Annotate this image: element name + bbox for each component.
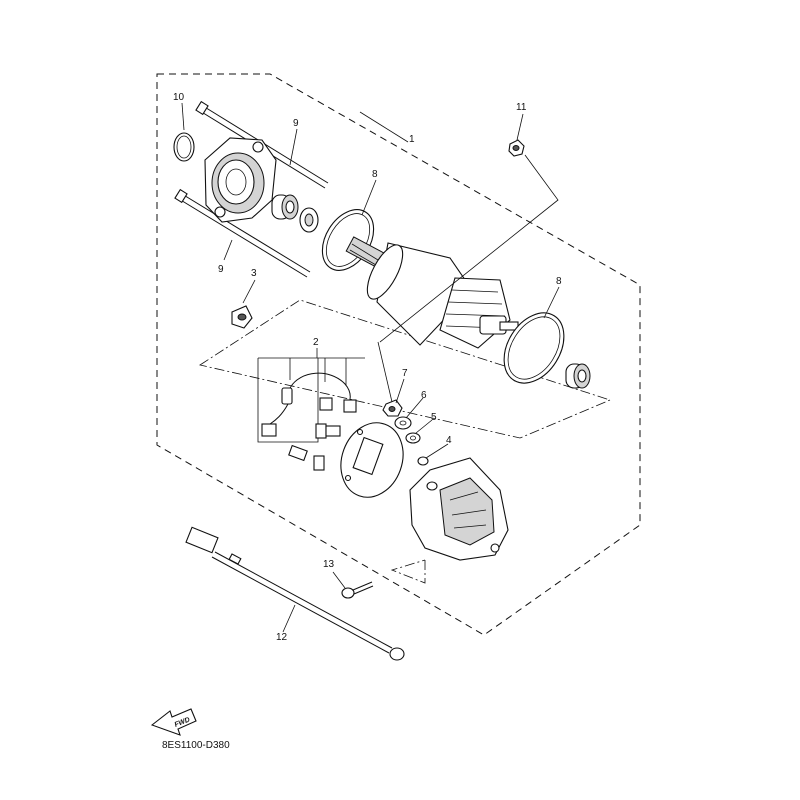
brush-terminal-left (288, 444, 325, 471)
starter-cable (185, 526, 405, 661)
diagram-code: 8ES1100-D380 (162, 740, 230, 751)
callout-4: 4 (446, 435, 452, 446)
terminal-o-ring (417, 456, 429, 466)
callout-3: 3 (251, 268, 257, 279)
mounting-screw (341, 581, 374, 599)
bearing-rear (565, 363, 591, 389)
callout-8-upper: 8 (372, 169, 378, 180)
through-bolt-lower (174, 188, 311, 278)
leader-lines (181, 102, 560, 633)
callout-9-upper: 9 (293, 118, 299, 129)
callout-2: 2 (313, 337, 319, 348)
callout-6: 6 (421, 390, 427, 401)
subassembly-plane-outline (198, 299, 612, 439)
alignment-line-front-cover (390, 559, 426, 584)
front-bracket (204, 137, 277, 223)
callout-8-right: 8 (556, 276, 562, 287)
callout-13: 13 (323, 559, 335, 570)
brush-terminal-upper (315, 423, 341, 439)
o-ring-armature (503, 312, 565, 384)
callout-7: 7 (402, 368, 408, 379)
rear-cover (409, 457, 509, 561)
armature-commutator (439, 277, 519, 349)
brush-holder-assembly (257, 357, 365, 443)
grommet-nut (231, 305, 253, 329)
terminal-nut (382, 399, 403, 417)
motor-yoke (366, 242, 473, 346)
callout-12: 12 (276, 632, 288, 643)
callout-11: 11 (516, 102, 527, 113)
terminal-washer-large (394, 416, 412, 430)
fwd-direction-icon: FWD (150, 708, 197, 736)
assembly-boundary-dashed (156, 73, 641, 636)
nut-top (508, 139, 525, 157)
bearing-front (271, 194, 299, 220)
callout-9-lower: 9 (218, 264, 224, 275)
o-ring-front (173, 132, 195, 162)
washer-front (299, 207, 319, 233)
callout-5: 5 (431, 412, 437, 423)
callout-1: 1 (409, 134, 415, 145)
brush-plate (340, 422, 404, 498)
terminal-washer-small (405, 432, 421, 444)
callout-10: 10 (173, 92, 185, 103)
